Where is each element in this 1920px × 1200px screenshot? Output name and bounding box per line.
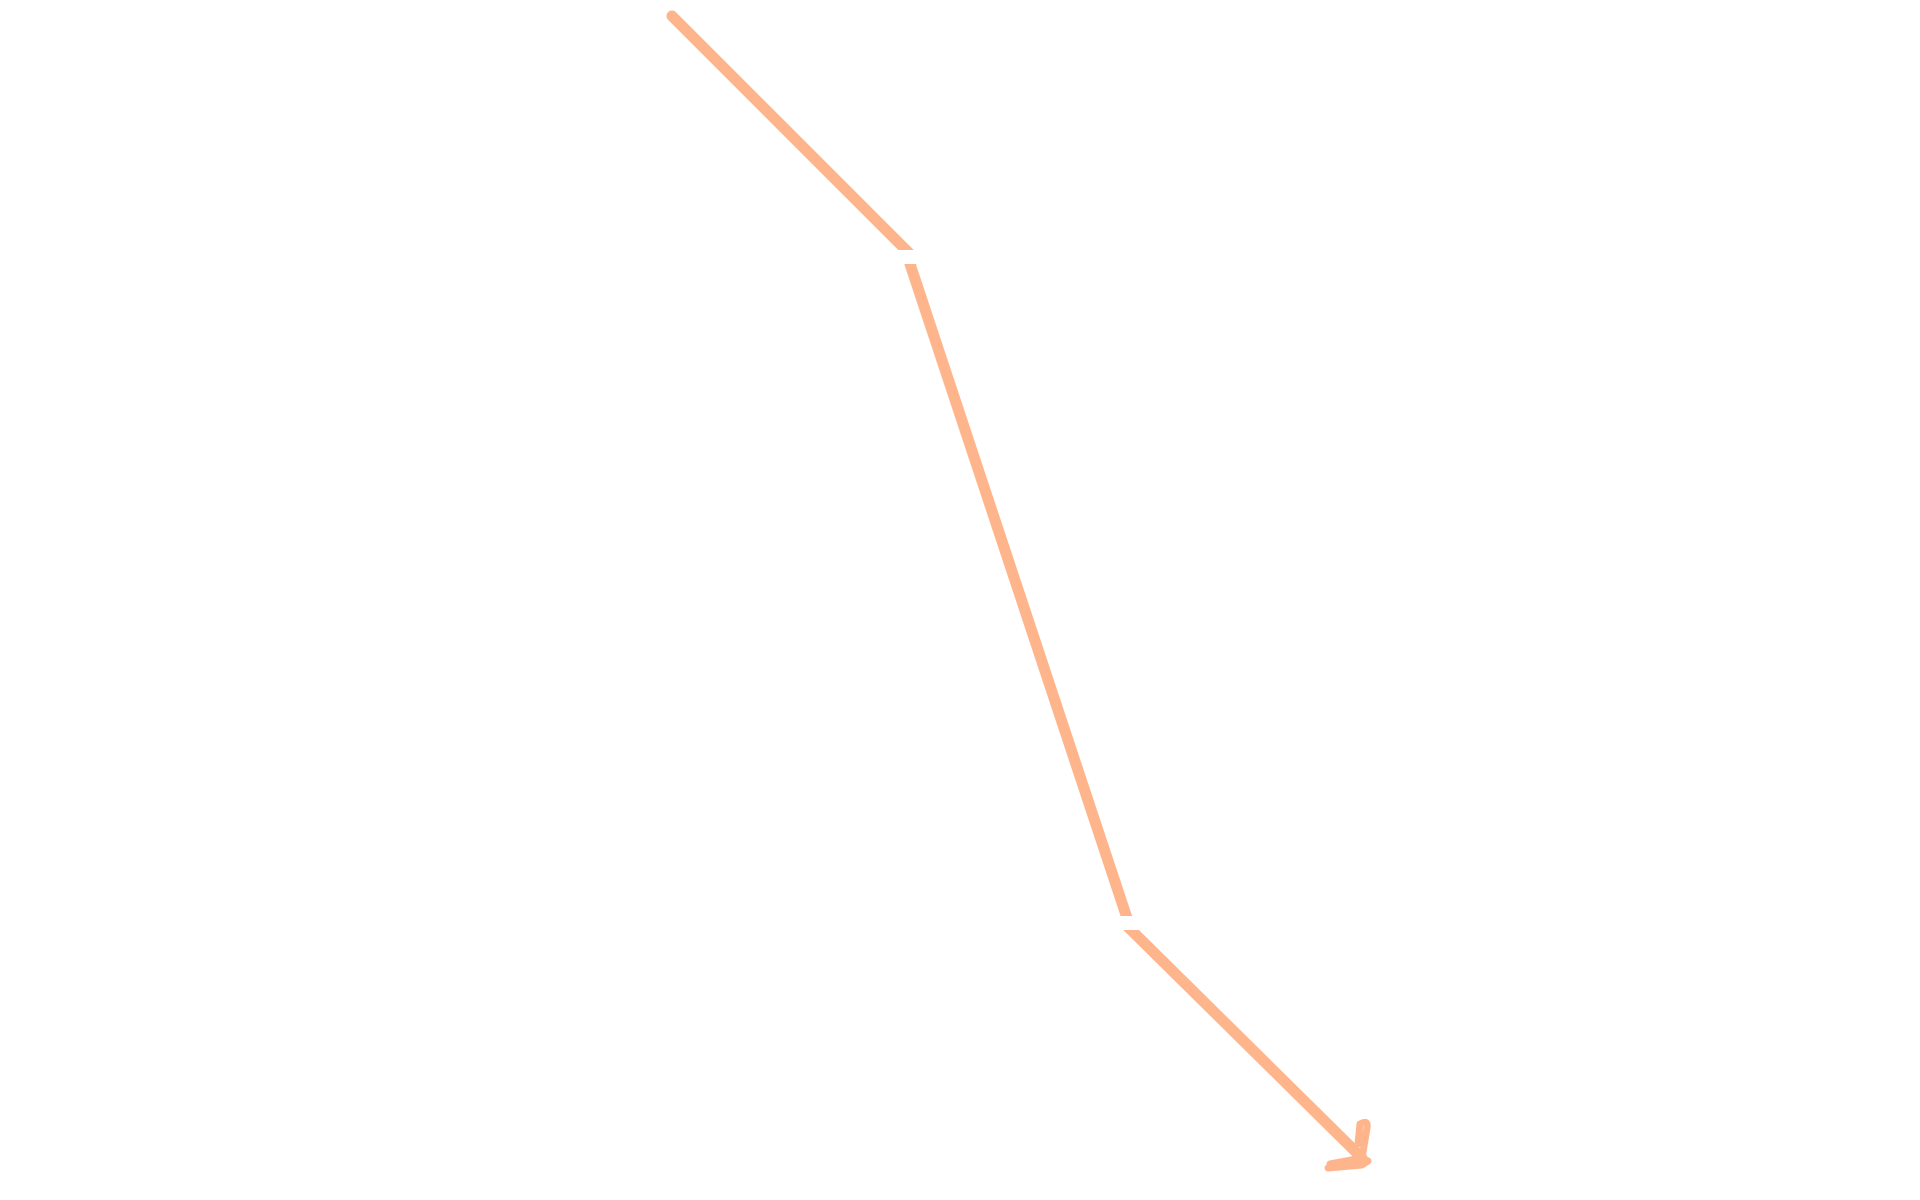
arrow-path xyxy=(666,10,1372,1172)
arrowhead-icon xyxy=(1324,1118,1372,1172)
arrow-segment-3 xyxy=(1120,919,1368,1164)
arrow-segment-1 xyxy=(666,10,921,265)
joint-gap-1 xyxy=(890,250,930,264)
arrow-segment-2 xyxy=(904,258,1134,927)
joint-gap-2 xyxy=(1110,916,1150,930)
